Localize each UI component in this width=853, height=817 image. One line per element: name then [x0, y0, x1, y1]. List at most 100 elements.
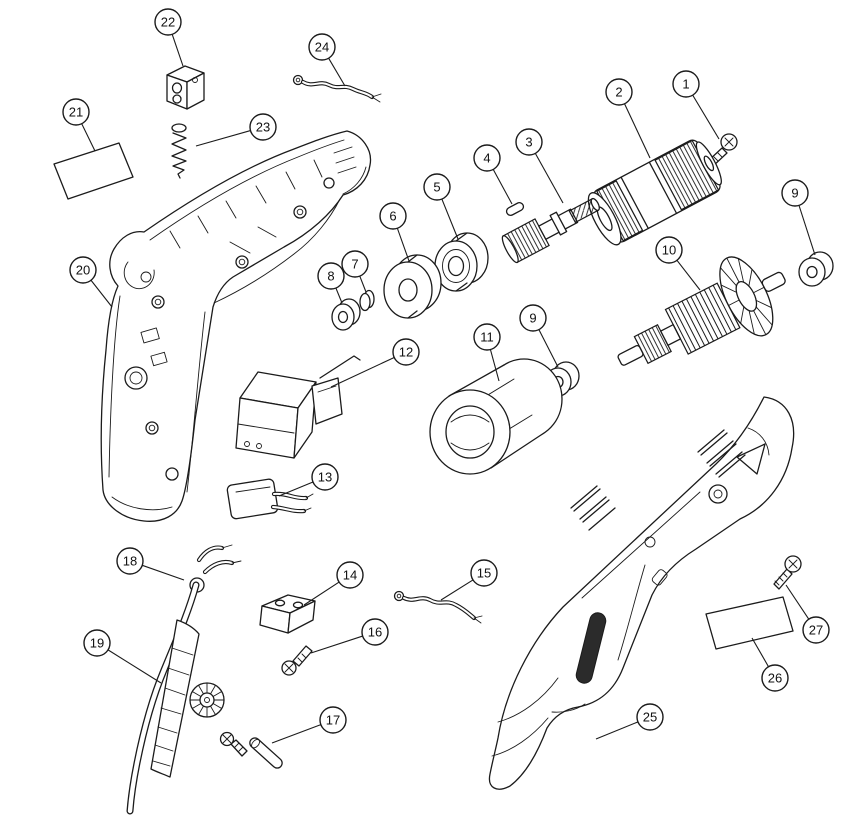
- callout-balloon: [311, 463, 339, 491]
- callout-26: 26: [751, 637, 789, 692]
- callout-27: 27: [785, 584, 830, 644]
- callout-balloon: [423, 173, 451, 201]
- callout-balloon: [605, 78, 633, 106]
- callout-balloon: [336, 561, 364, 589]
- lock-button-drawing: [166, 65, 205, 110]
- callout-10: 10: [655, 236, 701, 291]
- callout-14: 14: [303, 561, 364, 606]
- callout-balloon: [473, 323, 501, 351]
- cord-clamp-drawing: [259, 594, 316, 634]
- callout-number: 11: [480, 330, 494, 345]
- callout-leader-line: [676, 259, 701, 291]
- armature-drawing: [617, 256, 786, 366]
- callout-leader-line: [278, 481, 314, 497]
- callout-balloon: [470, 559, 498, 587]
- callout-leader-line: [692, 94, 720, 140]
- pin-and-screw-drawing: [219, 731, 283, 769]
- housing-right-drawing: [488, 396, 795, 790]
- callout-balloon: [515, 128, 543, 156]
- callout-balloon: [379, 202, 407, 230]
- cord-guard-drawing: [150, 619, 225, 778]
- callout-number: 5: [433, 180, 440, 195]
- callout-balloon: [519, 304, 547, 332]
- chuck-drawing: [587, 139, 722, 246]
- callout-balloon: [655, 236, 683, 264]
- callout-number: 23: [256, 120, 270, 135]
- lead-wire-bottom-drawing: [393, 590, 483, 624]
- callout-18: 18: [116, 547, 185, 581]
- callout-number: 15: [477, 566, 491, 581]
- callout-1: 1: [672, 70, 720, 140]
- callout-balloon: [319, 706, 347, 734]
- callout-22: 22: [154, 8, 184, 67]
- callout-number: 17: [326, 713, 340, 728]
- bearing-small-drawing: [331, 298, 361, 331]
- capacitor-drawing: [226, 478, 314, 520]
- callout-leader-line: [328, 57, 346, 87]
- housing-screw-drawing: [773, 555, 802, 590]
- callout-number: 18: [123, 554, 137, 569]
- clamp-screw-drawing: [281, 645, 313, 676]
- callout-number: 25: [643, 710, 657, 725]
- callout-leader-line: [534, 153, 564, 204]
- callout-leader-line: [271, 724, 322, 744]
- switch-drawing: [235, 355, 361, 459]
- stator-drawing: [429, 358, 563, 475]
- callout-balloon: [392, 338, 420, 366]
- callout-balloon: [116, 547, 144, 575]
- callout-number: 9: [791, 186, 798, 201]
- callout-leader-line: [595, 721, 639, 740]
- callout-balloon: [341, 250, 369, 278]
- callout-number: 1: [682, 77, 689, 92]
- callout-leader-line: [538, 329, 559, 368]
- callout-balloon: [761, 664, 789, 692]
- callout-balloon: [672, 70, 700, 98]
- callout-16: 16: [310, 618, 389, 654]
- callout-number: 16: [368, 625, 382, 640]
- callout-leader-line: [441, 198, 459, 240]
- callout-leader-line: [107, 649, 162, 684]
- callout-19: 19: [83, 629, 162, 684]
- callout-leader-line: [330, 356, 395, 388]
- callout-number: 21: [69, 105, 83, 120]
- callout-7: 7: [341, 250, 369, 293]
- callout-leader-line: [81, 123, 96, 152]
- callout-leader-line: [310, 635, 363, 654]
- callout-number: 13: [318, 470, 332, 485]
- label-right-drawing: [705, 596, 794, 650]
- callout-17: 17: [271, 706, 347, 744]
- callout-5: 5: [423, 173, 459, 240]
- callout-number: 14: [343, 568, 357, 583]
- guard-nut-drawing: [189, 682, 225, 718]
- callout-3: 3: [515, 128, 564, 204]
- callout-11: 11: [473, 323, 501, 382]
- callout-balloon: [249, 113, 277, 141]
- callout-number: 24: [315, 40, 329, 55]
- callout-leader-line: [440, 579, 474, 601]
- callout-leader-line: [303, 581, 340, 606]
- washer-large-drawing: [383, 254, 442, 319]
- callout-23: 23: [195, 113, 277, 147]
- callout-number: 27: [809, 623, 823, 638]
- callout-balloon: [636, 703, 664, 731]
- callout-21: 21: [62, 98, 96, 152]
- callout-number: 19: [90, 636, 104, 651]
- callout-number: 2: [615, 85, 622, 100]
- callout-25: 25: [595, 703, 664, 740]
- callout-number: 20: [76, 263, 90, 278]
- callout-number: 8: [327, 269, 334, 284]
- lock-spring-drawing: [171, 123, 187, 179]
- retainer-ring-drawing: [359, 289, 375, 312]
- callout-13: 13: [278, 463, 339, 497]
- callout-leader-line: [751, 637, 769, 668]
- callout-9: 9: [781, 179, 816, 256]
- callout-leader-line: [195, 130, 251, 147]
- callout-balloon: [308, 33, 336, 61]
- callout-15: 15: [440, 559, 498, 601]
- callout-leader-line: [142, 564, 185, 581]
- bearing-rear-drawing: [798, 251, 834, 287]
- callout-balloon: [69, 256, 97, 284]
